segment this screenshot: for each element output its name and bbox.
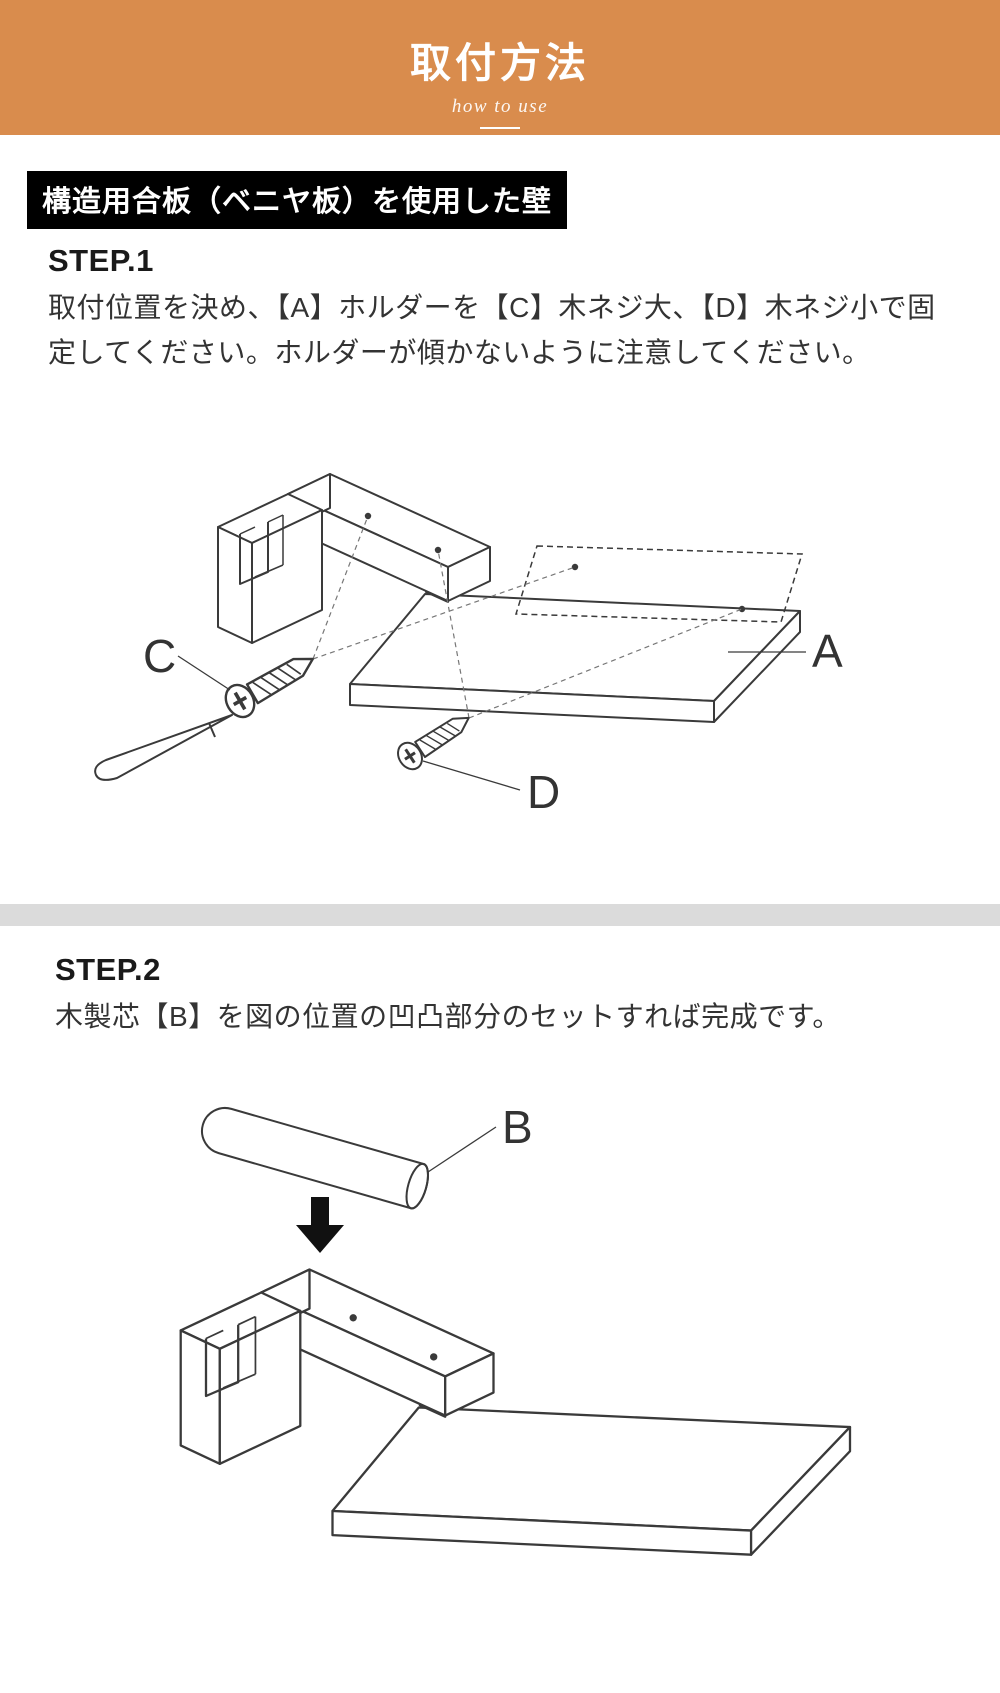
down-arrow-icon [296, 1197, 344, 1254]
step1-section: STEP.1 取付位置を決め、【A】ホルダーを【C】木ネジ大、【D】木ネジ小で固… [48, 243, 952, 376]
small-screw-icon [391, 704, 478, 775]
step2-heading: STEP.2 [55, 951, 161, 987]
hidden-plate-outline [514, 544, 804, 623]
page-header: 取付方法 how to use [0, 0, 1000, 135]
holder-bracket [179, 1268, 852, 1556]
label-a: A [812, 625, 843, 677]
step1-diagram: C A D [94, 472, 843, 818]
subtitle-rule [480, 127, 520, 129]
step1-body: 取付位置を決め、【A】ホルダーを【C】木ネジ大、【D】木ネジ小で固定してください… [48, 292, 936, 369]
step2-body: 木製芯【B】を図の位置の凹凸部分のセットすれば完成です。 [55, 1000, 841, 1032]
label-c: C [143, 630, 176, 682]
page-subtitle: how to use [451, 96, 549, 117]
step2-diagram: B [179, 1101, 852, 1556]
screw-guide-lines [312, 515, 743, 719]
driver-tip-icon [94, 713, 233, 781]
wood-dowel [201, 1107, 429, 1210]
label-d: D [527, 766, 560, 818]
section-divider [0, 903, 1000, 926]
callouts: C A D [143, 625, 843, 818]
large-screw-icon [218, 642, 323, 724]
section-banner: 構造用合板（ベニヤ板）を使用した壁 [27, 171, 568, 229]
holder-bracket [217, 472, 801, 723]
step1-heading: STEP.1 [48, 243, 154, 278]
step2-section: STEP.2 木製芯【B】を図の位置の凹凸部分のセットすれば完成です。 [55, 952, 952, 1039]
label-b-leader [427, 1126, 497, 1173]
label-b: B [502, 1101, 533, 1153]
page-title: 取付方法 [410, 40, 590, 86]
